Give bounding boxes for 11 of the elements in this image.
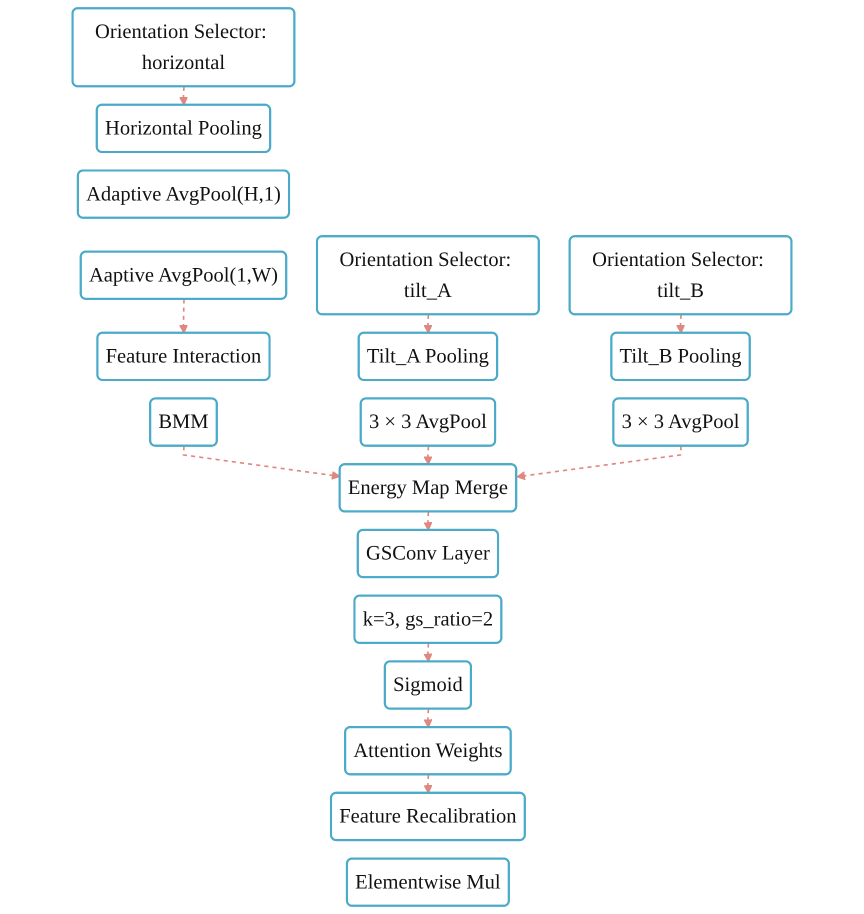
- arrow: [423, 512, 432, 531]
- arrow: [423, 774, 432, 794]
- arrow: [676, 314, 686, 334]
- arrow: [423, 709, 432, 728]
- arrow: [179, 299, 188, 334]
- arrow: [423, 446, 432, 466]
- arrow: [423, 643, 432, 662]
- arrow: [516, 446, 682, 480]
- arrow: [179, 86, 188, 106]
- arrow: [182, 446, 341, 480]
- arrow: [423, 314, 432, 334]
